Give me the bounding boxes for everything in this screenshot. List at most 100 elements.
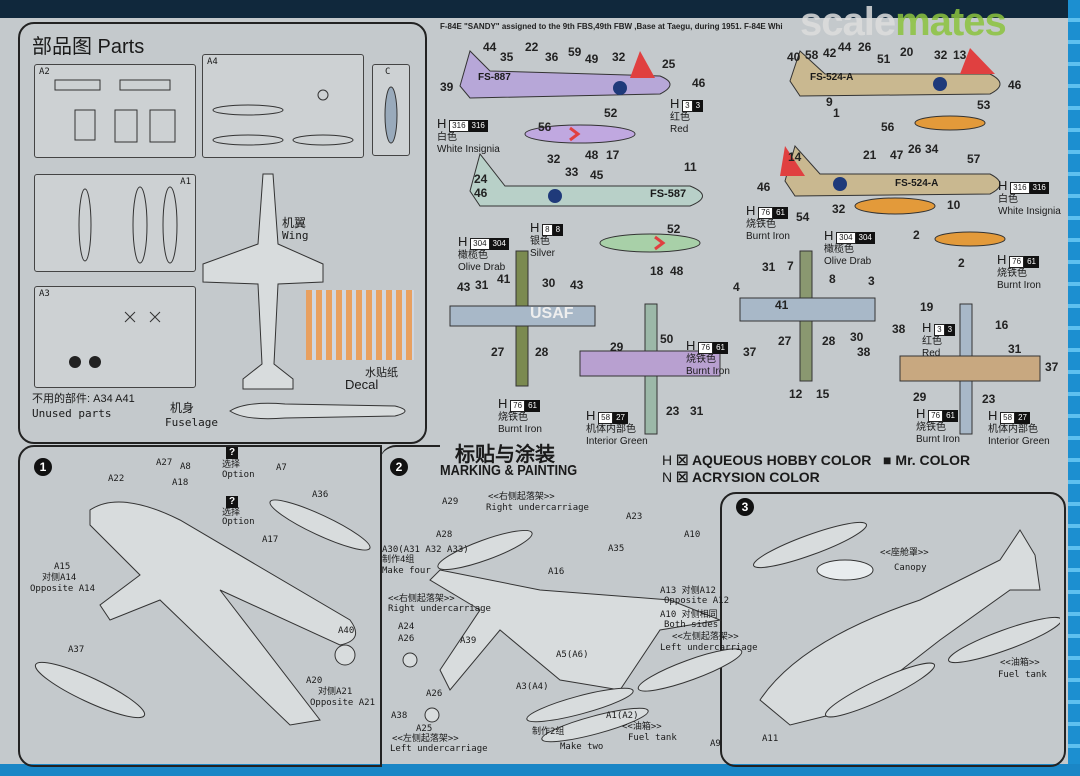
decal-number: 31 (762, 260, 776, 274)
h-marker: H (498, 396, 508, 411)
mr-color-code: 61 (525, 400, 540, 412)
mr-color-code: 3 (944, 324, 956, 336)
code-fs-887-top: FS-887 (478, 72, 511, 83)
part-label: <<油箱>> (1000, 658, 1040, 668)
part-label: A3(A4) (516, 682, 549, 692)
profile-tank-5 (934, 231, 1006, 247)
decal-number: 51 (877, 52, 891, 66)
watermark-part: scale (800, 0, 896, 44)
decal-number: 29 (610, 340, 624, 354)
decal-number: 25 (662, 57, 676, 71)
decal-number: 52 (604, 106, 618, 120)
profile-tank-1 (524, 124, 636, 144)
sprue-parts (212, 89, 354, 146)
decal-number: 31 (475, 278, 489, 292)
part-label: <<座舱罩>> (880, 548, 929, 558)
part-label: 对侧A14 (42, 573, 77, 583)
step-3-panel (720, 492, 1066, 767)
decal-number: 14 (788, 150, 802, 164)
part-label: A9 (710, 739, 721, 749)
part-label: Fuel tank (998, 670, 1047, 680)
decal-number: 4 (733, 280, 740, 294)
hobby-color-code: 3 (934, 324, 945, 336)
part-label: A8 (180, 462, 191, 472)
hobby-color-code: 8 (542, 224, 553, 236)
legend-box-icon: ☒ (672, 452, 692, 468)
mr-color-code: 316 (468, 120, 488, 132)
h-marker: H (998, 178, 1008, 193)
part-label: <<油箱>> (622, 722, 662, 732)
decal-number: 11 (684, 160, 697, 174)
part-label: A29 (442, 497, 459, 507)
hobby-color-code: 316 (1010, 182, 1030, 194)
mr-color-code: 304 (855, 232, 875, 244)
sprue-label: C (385, 67, 391, 77)
decal-number: 45 (590, 168, 604, 182)
decal-number: 10 (947, 198, 961, 212)
part-label: A38 (391, 711, 408, 721)
h-marker: H (686, 338, 696, 353)
part-label: A18 (172, 478, 189, 488)
decal-number: 56 (881, 120, 895, 134)
legend-filled-box-icon: ■ (883, 452, 896, 468)
legend-mr-color: Mr. COLOR (895, 452, 971, 468)
h-marker: H (997, 252, 1007, 267)
part-label: A7 (276, 463, 287, 473)
decal-number: 44 (483, 40, 497, 54)
part-label: Opposite A14 (30, 584, 96, 594)
decal-number: 24 (474, 172, 488, 186)
decal-number: 49 (585, 52, 599, 66)
decal-number: 22 (525, 40, 539, 54)
decal-number: 15 (816, 387, 830, 401)
part-label: 选择 (222, 460, 241, 470)
hobby-color-code: 76 (928, 410, 944, 422)
decal-number: 30 (850, 330, 864, 344)
profile-top-1 (449, 250, 596, 387)
fuselage-label-en: Fuselage (165, 416, 218, 429)
marking-profiles (449, 48, 1041, 435)
decal-number: 38 (857, 345, 871, 359)
color-name-cn: 红色 (670, 112, 690, 123)
unused-parts-cn: 不用的部件: A34 A41 (32, 393, 135, 405)
option-question-icon: ? (226, 496, 238, 508)
marking-title-cn: 标贴与涂装 (455, 444, 555, 466)
hobby-color-code: 76 (698, 342, 714, 354)
part-label: A26 (398, 634, 415, 644)
mr-color-code: 316 (1029, 182, 1049, 194)
part-label: Canopy (894, 563, 927, 573)
part-label: A23 (626, 512, 643, 522)
code-fs-524-a: FS-524-A (810, 72, 854, 83)
marking-title-en: MARKING & PAINTING (440, 462, 578, 479)
part-label: 对侧A21 (318, 687, 353, 697)
color-name-cn: 烧铁色 (686, 354, 716, 365)
decal-sheet (306, 290, 414, 360)
color-name-en: Red (670, 124, 689, 135)
part-label: A27 (156, 458, 173, 468)
usaf-marking: USAF (530, 305, 574, 322)
part-label: A17 (262, 535, 279, 545)
mr-color-code: 61 (713, 342, 728, 354)
profile-tank-3 (914, 115, 986, 131)
color-name-en: Burnt Iron (997, 280, 1041, 291)
decal-number: 35 (500, 50, 514, 64)
sprue-a3: A3 (34, 286, 196, 388)
decal-number: 42 (823, 46, 837, 60)
part-label: Option (222, 470, 255, 480)
decal-number: 31 (1008, 342, 1022, 356)
part-label: A35 (608, 544, 625, 554)
decal-number: 32 (934, 48, 948, 62)
canopy-part (384, 86, 398, 144)
part-label: Fuel tank (628, 733, 677, 743)
decal-number: 32 (832, 202, 846, 216)
decal-number: 2 (913, 228, 920, 242)
part-label: A13 对侧A12 (660, 586, 716, 596)
decal-number: 50 (660, 332, 674, 346)
unused-parts-en: Unused parts (32, 407, 112, 420)
step-3-aircraft (753, 521, 1060, 726)
option-question-icon: ? (226, 447, 238, 459)
